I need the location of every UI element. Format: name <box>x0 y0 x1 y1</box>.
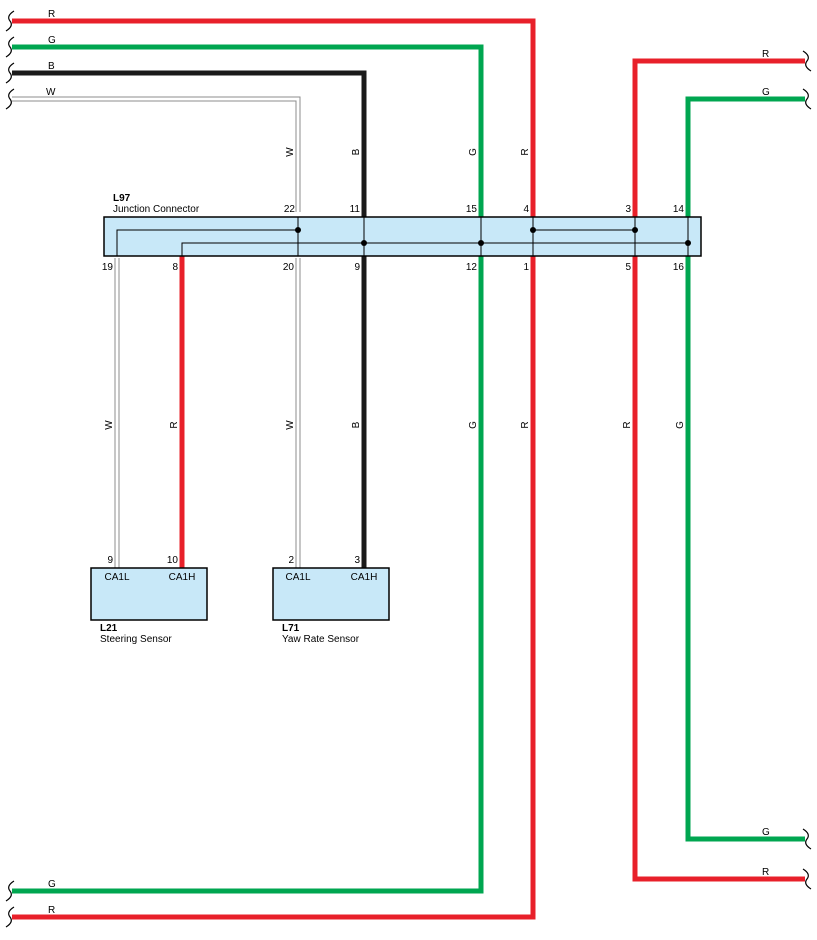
junction-pin-5: 5 <box>625 262 631 273</box>
steering-sensor-pin-high: 10 <box>167 555 179 566</box>
junction-pin-8: 8 <box>172 262 178 273</box>
red-wire-bottom-right <box>632 256 805 882</box>
red-wire-bottom-left <box>12 256 536 920</box>
junction-name: Junction Connector <box>113 204 200 215</box>
green-wire-bottom-right <box>685 256 805 842</box>
junction-pin-15: 15 <box>466 204 478 215</box>
junction-pin-3: 3 <box>625 204 631 215</box>
yaw-sensor-term-high: CA1H <box>351 572 378 583</box>
wire-label-green-upper: G <box>468 148 479 156</box>
steering-sensor-term-low: CA1L <box>104 572 129 583</box>
yaw-sensor-term-low: CA1L <box>285 572 310 583</box>
steering-sensor-id: L21 <box>100 623 118 634</box>
wire-label-red-bottom-right: R <box>762 867 769 878</box>
wire-label-green-top-left: G <box>48 35 56 46</box>
junction-pin-1: 1 <box>523 262 529 273</box>
green-wire-top-right <box>685 96 805 217</box>
white-wire-top <box>12 96 301 212</box>
wire-break-symbols-left <box>5 10 15 928</box>
steering-sensor-name: Steering Sensor <box>100 634 172 645</box>
junction-connector-body <box>103 216 702 257</box>
wire-label-white-steering: W <box>104 420 115 430</box>
junction-pin-19: 19 <box>102 262 114 273</box>
black-wire-top <box>12 70 367 217</box>
wire-label-white-upper: W <box>285 147 296 157</box>
wire-break-symbols-right <box>802 50 812 890</box>
green-wire-top-left <box>12 44 484 217</box>
junction-pin-11: 11 <box>350 204 361 215</box>
wire-label-black-yaw: B <box>351 421 362 428</box>
steering-sensor-term-high: CA1H <box>169 572 196 583</box>
wire-label-green-bottom-left: G <box>48 879 56 890</box>
wire-label-green-top-right: G <box>762 87 770 98</box>
yaw-sensor-name: Yaw Rate Sensor <box>282 634 360 645</box>
wire-label-red-upper: R <box>520 148 531 155</box>
junction-pin-14: 14 <box>673 204 685 215</box>
wire-label-red-right-lower: R <box>622 421 633 428</box>
red-wire-top-right <box>632 58 805 217</box>
wire-label-green-bottom-right: G <box>762 827 770 838</box>
wire-label-black-upper: B <box>351 148 362 155</box>
junction-pin-16: 16 <box>673 262 685 273</box>
steering-sensor-body <box>90 567 208 621</box>
wire-label-green-right-lower: G <box>675 421 686 429</box>
yaw-sensor-pin-high: 3 <box>354 555 360 566</box>
junction-pin-22: 22 <box>284 204 296 215</box>
yaw-sensor-body <box>272 567 390 621</box>
red-wire-top-left <box>12 18 536 217</box>
junction-pin-9: 9 <box>354 262 360 273</box>
junction-pin-12: 12 <box>466 262 478 273</box>
wire-label-red-bottom-left: R <box>48 905 55 916</box>
wire-label-white-top-left: W <box>46 87 56 98</box>
yaw-sensor-id: L71 <box>282 623 300 634</box>
steering-sensor-pin-low: 9 <box>107 555 113 566</box>
junction-internal-bus <box>116 217 689 256</box>
green-wire-bottom-left <box>12 256 484 894</box>
wire-label-red-top-left: R <box>48 9 55 20</box>
junction-pin-4: 4 <box>523 204 529 215</box>
junction-pin-20: 20 <box>283 262 295 273</box>
wire-label-white-yaw: W <box>285 420 296 430</box>
yaw-sensor-pin-low: 2 <box>288 555 294 566</box>
wire-label-red-steering: R <box>169 421 180 428</box>
junction-splice-dots <box>295 227 691 246</box>
junction-id: L97 <box>113 193 131 204</box>
wire-label-green-lower: G <box>468 421 479 429</box>
wire-label-red-top-right: R <box>762 49 769 60</box>
wire-label-red-lower: R <box>520 421 531 428</box>
wire-label-black-top-left: B <box>48 61 55 72</box>
